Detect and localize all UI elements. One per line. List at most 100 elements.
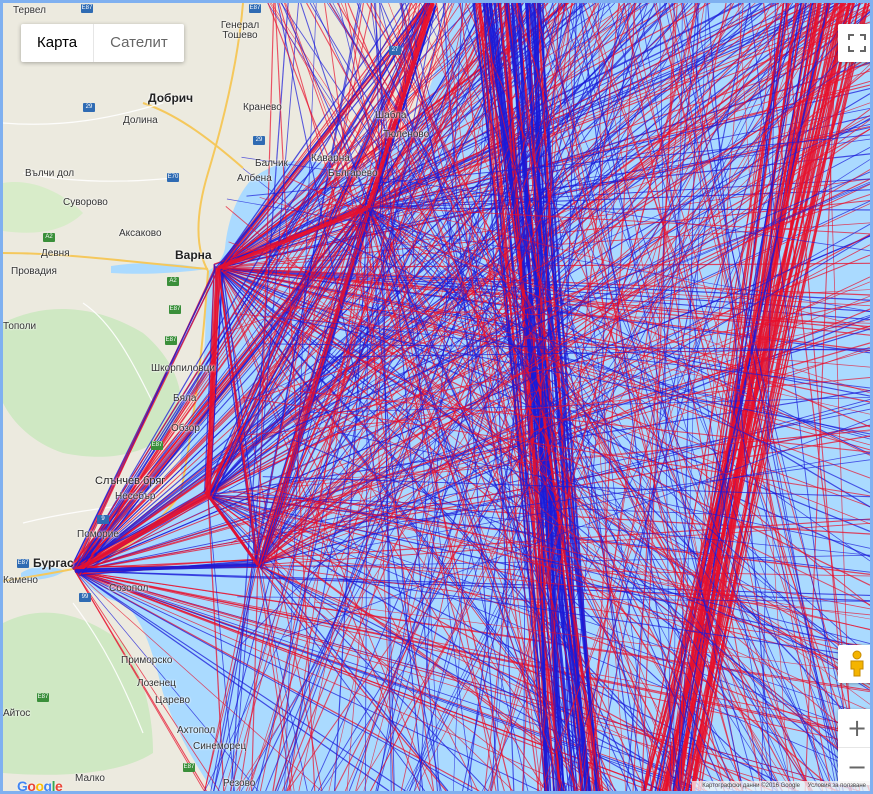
place-label: Резово xyxy=(223,778,256,789)
route-line xyxy=(74,3,776,572)
road-shield: E87 xyxy=(37,693,49,702)
route-line xyxy=(319,348,870,358)
route-line xyxy=(317,3,794,791)
route-line xyxy=(363,3,574,791)
route-line xyxy=(319,203,870,235)
route-line xyxy=(370,3,473,791)
route-line xyxy=(607,3,852,791)
place-label: Обзор xyxy=(171,423,200,434)
route-line xyxy=(476,3,575,791)
route-line xyxy=(274,3,316,791)
route-line xyxy=(79,207,369,576)
green-area-2 xyxy=(3,612,153,775)
route-line xyxy=(478,3,602,791)
route-line xyxy=(251,3,636,791)
route-line xyxy=(346,3,411,791)
route-line xyxy=(340,3,684,791)
street-view-pegman-button[interactable] xyxy=(838,645,870,683)
route-line xyxy=(217,267,583,791)
route-line xyxy=(74,570,406,791)
google-logo[interactable]: Google xyxy=(17,778,63,791)
route-line xyxy=(217,268,258,564)
map-data-attribution[interactable]: Картографски данни ©2016 Google xyxy=(702,783,800,789)
route-line xyxy=(536,3,620,791)
place-label: Слънчев бряг xyxy=(95,475,166,487)
route-line xyxy=(230,169,870,544)
route-line xyxy=(333,471,870,712)
fullscreen-icon xyxy=(848,34,866,52)
place-label: Добрич xyxy=(148,91,194,105)
route-line xyxy=(250,3,275,791)
zoom-in-button[interactable]: + xyxy=(846,714,868,742)
route-line xyxy=(205,267,221,496)
zoom-out-button[interactable]: − xyxy=(838,747,870,785)
route-line xyxy=(257,564,292,791)
fullscreen-button[interactable] xyxy=(838,24,870,62)
route-line xyxy=(401,3,440,791)
route-line xyxy=(210,3,362,791)
place-label: Царево xyxy=(155,695,191,706)
route-line xyxy=(452,3,489,791)
route-line xyxy=(74,570,220,791)
route-line xyxy=(484,3,572,791)
place-label: Бяла xyxy=(173,393,197,404)
route-line xyxy=(248,3,498,791)
route-line xyxy=(679,3,790,791)
route-line xyxy=(540,3,838,791)
route-line xyxy=(218,3,429,270)
map-type-button-satellite[interactable]: Сателит xyxy=(93,24,184,62)
zoom-control: + − xyxy=(838,709,870,785)
route-line xyxy=(370,3,773,791)
route-line xyxy=(269,314,870,606)
route-line xyxy=(77,3,429,575)
map-canvas[interactable]: Тервел Генерал Тошево Добрич Кранево Дол… xyxy=(3,3,870,791)
route-line xyxy=(239,52,870,470)
route-line xyxy=(339,223,870,523)
place-label: Лозенец xyxy=(137,678,176,689)
route-line xyxy=(217,267,479,791)
route-line xyxy=(74,563,259,573)
route-line xyxy=(210,3,434,499)
route-line xyxy=(285,3,580,791)
route-line xyxy=(257,564,701,791)
route-line xyxy=(206,3,434,495)
route-line xyxy=(228,241,870,479)
place-label: Шкорпиловци xyxy=(151,363,215,374)
place-label: Айтос xyxy=(3,708,31,719)
map-type-button-map[interactable]: Карта xyxy=(37,34,78,51)
route-line xyxy=(74,570,259,791)
road-shield: 27 xyxy=(389,46,401,55)
route-line xyxy=(73,3,427,571)
route-line xyxy=(297,295,870,528)
road-shield: E70 xyxy=(167,173,179,182)
route-line xyxy=(204,3,604,791)
route-line xyxy=(678,3,785,791)
route-line xyxy=(335,294,870,779)
route-line xyxy=(521,3,560,791)
place-label: Суворово xyxy=(63,197,108,208)
route-line xyxy=(322,496,870,631)
route-line xyxy=(339,184,870,679)
route-line xyxy=(484,3,570,791)
route-line xyxy=(668,3,833,791)
route-line xyxy=(334,3,735,791)
route-line xyxy=(257,3,498,566)
route-line xyxy=(483,3,515,791)
route-line xyxy=(428,3,839,791)
route-line xyxy=(230,3,450,791)
route-line xyxy=(399,3,578,791)
route-line xyxy=(477,3,562,791)
route-line xyxy=(287,3,842,791)
route-line xyxy=(291,279,870,705)
route-line xyxy=(528,3,637,791)
route-line xyxy=(74,570,860,791)
route-line xyxy=(258,276,870,415)
place-label: Бургас xyxy=(33,556,74,570)
route-line xyxy=(507,3,590,791)
route-line xyxy=(70,210,372,567)
road-shield: 29 xyxy=(253,136,265,145)
route-line xyxy=(370,3,783,791)
road-shield: E87 xyxy=(17,559,29,568)
terms-link[interactable]: Условия за ползване xyxy=(807,783,866,789)
route-line xyxy=(226,198,870,312)
